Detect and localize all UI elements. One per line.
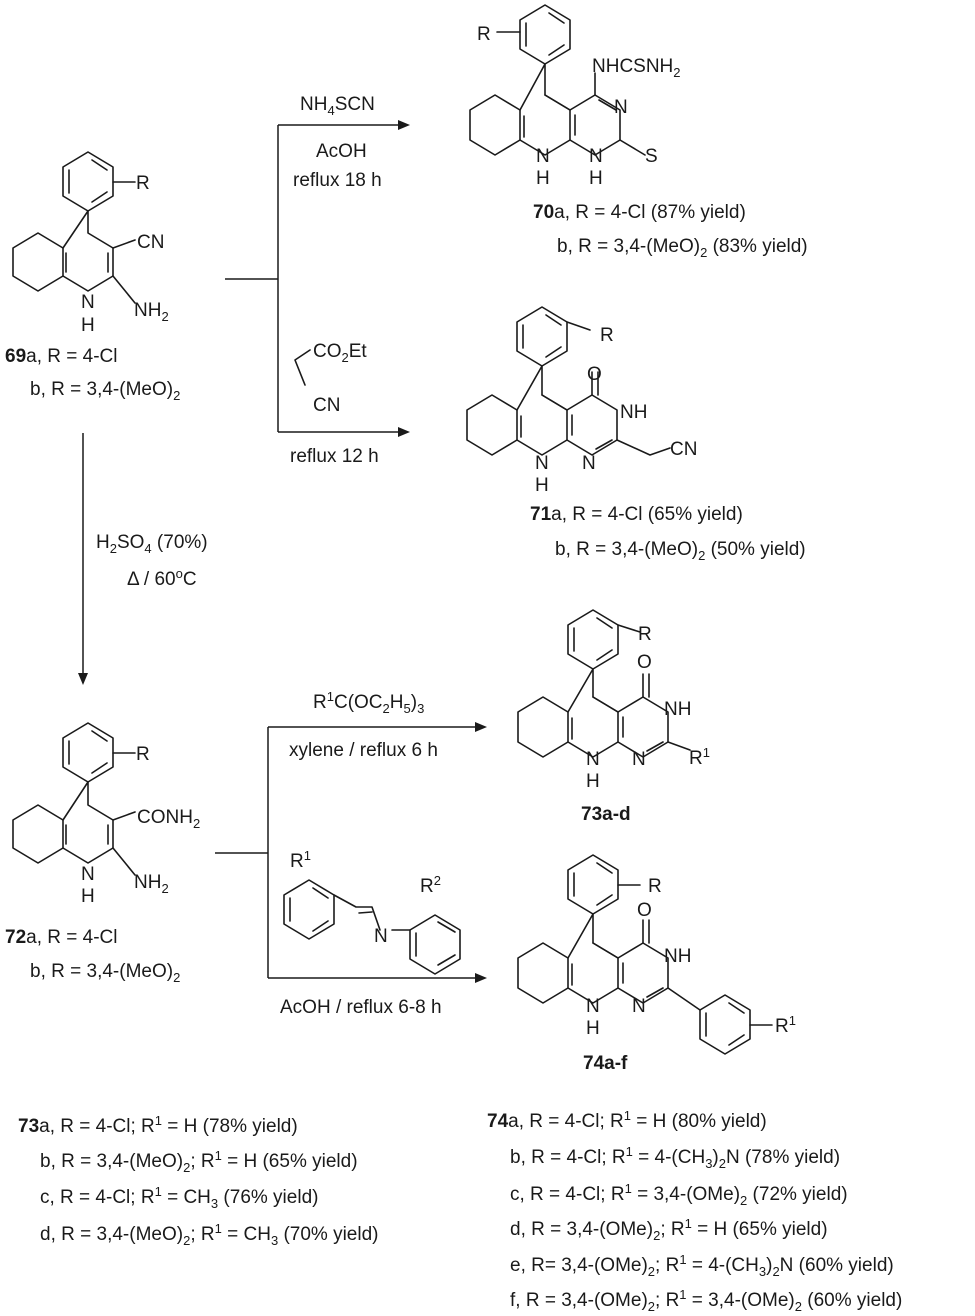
c73-r: R xyxy=(638,624,652,645)
t74-row-e: e, R= 3,4-(OMe)2; R1 = 4-(CH3)2N (60% yi… xyxy=(510,1252,894,1279)
c71-line-b: b, R = 3,4-(MeO)2 (50% yield) xyxy=(555,539,806,563)
c69-r: R xyxy=(136,173,150,194)
c71-r: R xyxy=(600,325,614,346)
reagent-to70-line2: AcOH xyxy=(316,141,367,162)
c72-nh: N xyxy=(81,864,95,885)
c72-r: R xyxy=(136,744,150,765)
c74-label: 74a-f xyxy=(583,1053,628,1074)
compound-74-structure xyxy=(517,854,773,1055)
c69-nh: N xyxy=(81,292,95,313)
c72-conh2: CONH2 xyxy=(137,807,200,831)
c73-o: O xyxy=(637,652,652,673)
c70-h-1: H xyxy=(536,168,550,189)
c71-h-ring: H xyxy=(535,475,549,496)
reagent-to72-acid: H2SO4 (70%) xyxy=(96,532,208,556)
c73-label: 73a-d xyxy=(581,804,631,825)
c72-line-a: 72a, R = 4-Cl xyxy=(5,927,117,948)
imine-reagent-structure xyxy=(283,879,461,975)
c74-h-ring: H xyxy=(586,1018,600,1039)
reagent-to73-cond: xylene / reflux 6 h xyxy=(289,740,438,761)
c73-nh: NH xyxy=(664,699,691,720)
c70-group: NHCSNH2 xyxy=(592,56,681,80)
c74-nh-ring: N xyxy=(586,996,600,1017)
c74-n: N xyxy=(632,996,646,1017)
arrows-from-69 xyxy=(225,120,410,437)
imine-r2: R2 xyxy=(420,873,441,897)
arrows-from-72 xyxy=(215,722,487,983)
c74-r: R xyxy=(648,876,662,897)
c71-line-a: 71a, R = 4-Cl (65% yield) xyxy=(530,504,743,525)
compound-72-structure xyxy=(12,722,136,876)
t74-row-b: b, R = 4-Cl; R1 = 4-(CH3)2N (78% yield) xyxy=(510,1144,840,1171)
t73-row-a: 73a, R = 4-Cl; R1 = H (78% yield) xyxy=(18,1113,298,1137)
reagent-to73: R1C(OC2H5)3 xyxy=(313,689,424,716)
t74-row-f: f, R = 3,4-(OMe)2; R1 = 3,4-(OMe)2 (60% … xyxy=(510,1287,902,1314)
compound-73-structure xyxy=(517,609,691,758)
c71-n: N xyxy=(582,453,596,474)
c70-line-b: b, R = 3,4-(MeO)2 (83% yield) xyxy=(557,236,808,260)
reagent-to71-cn: CN xyxy=(313,395,340,416)
c74-o: O xyxy=(637,900,652,921)
compound-69-structure: R CN N H NH2 xyxy=(12,151,169,336)
c70-n: N xyxy=(614,97,628,118)
t74-row-a: 74a, R = 4-Cl; R1 = H (80% yield) xyxy=(487,1108,767,1132)
reagent-to70-line3: reflux 18 h xyxy=(293,170,382,191)
imine-r1: R1 xyxy=(290,848,311,872)
c69-line-b: b, R = 3,4-(MeO)2 xyxy=(30,379,180,403)
c70-h-2: H xyxy=(589,168,603,189)
c71-cn: CN xyxy=(670,439,697,460)
reagent-to71-co2et: CO2Et xyxy=(313,341,367,365)
t73-row-c: c, R = 4-Cl; R1 = CH3 (76% yield) xyxy=(40,1184,318,1211)
c70-r: R xyxy=(477,24,491,45)
c69-h: H xyxy=(81,315,95,336)
arrow-69-to-72 xyxy=(78,433,88,685)
c71-nh-ring: N xyxy=(535,453,549,474)
t73-row-d: d, R = 3,4-(MeO)2; R1 = CH3 (70% yield) xyxy=(40,1221,379,1248)
reagent-to74-cond: AcOH / reflux 6-8 h xyxy=(280,997,442,1018)
compound-71-structure xyxy=(466,306,671,456)
reagent-to71-cond: reflux 12 h xyxy=(290,446,379,467)
c73-h-ring: H xyxy=(586,771,600,792)
c73-r1: R1 xyxy=(689,745,710,769)
c74-r1: R1 xyxy=(775,1013,796,1037)
c74-nh: NH xyxy=(664,946,691,967)
c70-line-a: 70a, R = 4-Cl (87% yield) xyxy=(533,202,746,223)
c69-line-a: 69a, R = 4-Cl xyxy=(5,346,117,367)
c73-nh-ring: N xyxy=(586,749,600,770)
c69-cn: CN xyxy=(137,232,164,253)
compound-70-structure xyxy=(469,4,646,156)
imine-n: N xyxy=(374,926,388,947)
reagent-to72-temp: Δ / 60oC xyxy=(127,566,197,590)
c71-o: O xyxy=(587,364,602,385)
c72-line-b: b, R = 3,4-(MeO)2 xyxy=(30,961,180,985)
c70-nh-2: N xyxy=(589,146,603,167)
reagent-to70-line1: NH4SCN xyxy=(300,94,375,118)
reagent-to71-structure xyxy=(294,349,311,386)
t74-row-d: d, R = 3,4-(OMe)2; R1 = H (65% yield) xyxy=(510,1216,828,1243)
c70-nh-1: N xyxy=(536,146,550,167)
t73-row-b: b, R = 3,4-(MeO)2; R1 = H (65% yield) xyxy=(40,1148,358,1175)
c73-n: N xyxy=(632,749,646,770)
c71-nh: NH xyxy=(620,402,647,423)
t74-row-c: c, R = 4-Cl; R1 = 3,4-(OMe)2 (72% yield) xyxy=(510,1181,848,1208)
c70-s: S xyxy=(645,146,658,167)
c72-nh2: NH2 xyxy=(134,872,169,896)
c72-h: H xyxy=(81,886,95,907)
c69-nh2: NH2 xyxy=(134,300,169,324)
